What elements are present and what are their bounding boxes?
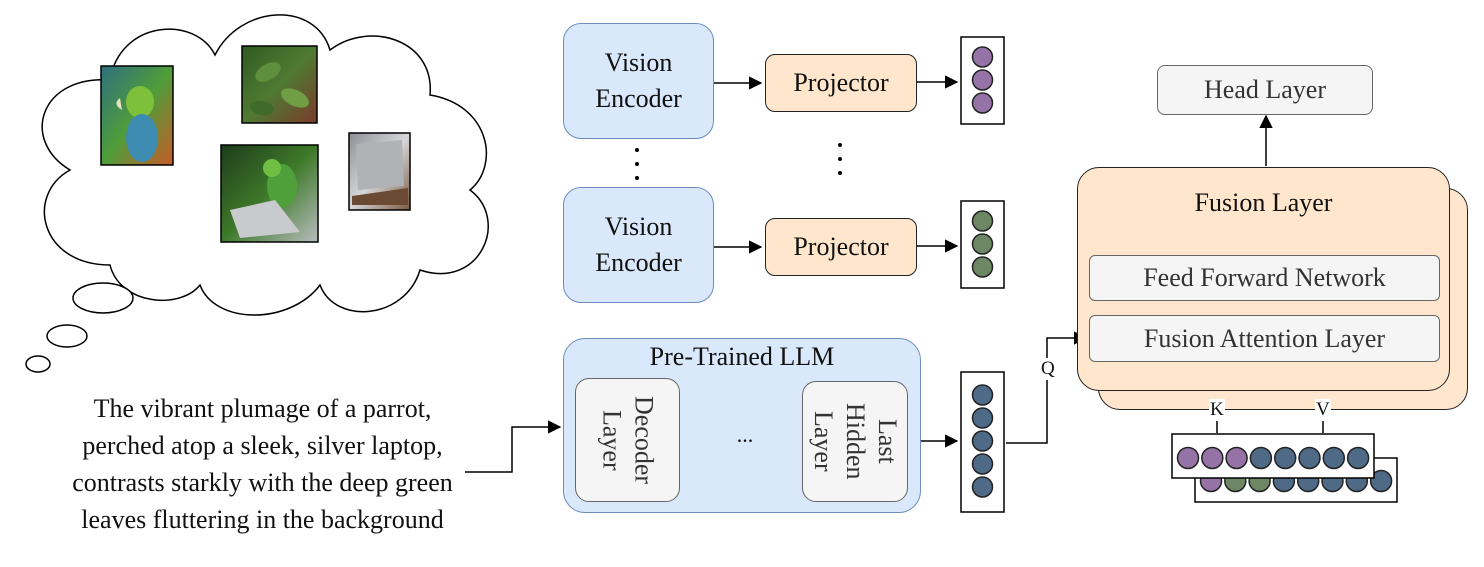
- combined-token-front: [1225, 446, 1248, 470]
- last-hidden-layer-label: Last Hidden Layer: [807, 403, 903, 480]
- vision-encoder-2-label-b: Encoder: [595, 248, 682, 277]
- laptop-photo: [348, 132, 411, 211]
- text-token: [971, 384, 994, 406]
- k-label: K: [1209, 399, 1225, 421]
- text-token: [971, 407, 994, 429]
- vision-encoder-2-label-a: Vision: [604, 212, 673, 241]
- projector-2-label: Projector: [793, 232, 889, 261]
- llm-ellipsis: ...: [736, 422, 754, 447]
- fusion-layer-title: Fusion Layer: [1194, 188, 1333, 217]
- combined-token-front: [1346, 446, 1370, 470]
- purple-token: [971, 69, 994, 91]
- projector-2: Projector: [765, 218, 917, 276]
- decoder-layer-label-b: Layer: [597, 409, 627, 471]
- last-hidden-layer: Last Hidden Layer: [802, 381, 908, 502]
- leaves-photo: [241, 45, 318, 124]
- decoder-layer-label: Decoder Layer: [596, 396, 660, 484]
- q-label: Q: [1040, 358, 1056, 380]
- llm-title: Pre-Trained LLM: [649, 342, 835, 371]
- combined-token-front: [1201, 446, 1224, 470]
- fusion-attention-layer-label: Fusion Attention Layer: [1143, 323, 1386, 353]
- vertical-ellipsis: [635, 143, 842, 180]
- combined-token-front: [1322, 446, 1346, 470]
- text-token: [971, 430, 994, 452]
- combined-tokens-front: [1176, 446, 1370, 470]
- last-hidden-layer-label-a: Last: [873, 419, 902, 464]
- last-hidden-layer-label-b: Hidden: [841, 403, 870, 480]
- text-token: [971, 453, 994, 475]
- query-arrow: [1006, 331, 1088, 444]
- feed-forward-network-label: Feed Forward Network: [1143, 263, 1386, 292]
- combined-token-front: [1176, 446, 1200, 470]
- feed-forward-network: Feed Forward Network: [1089, 255, 1440, 301]
- combined-token-front: [1249, 446, 1273, 470]
- image-caption: The vibrant plumage of a parrot, perched…: [72, 394, 453, 534]
- vision-encoder-1-label-b: Encoder: [595, 84, 682, 113]
- text-tokens: [971, 384, 994, 498]
- green-tokens: [971, 210, 994, 278]
- last-hidden-layer-label-c: Layer: [809, 411, 838, 472]
- projector-1: Projector: [765, 54, 917, 112]
- head-layer: Head Layer: [1157, 65, 1373, 115]
- head-layer-label: Head Layer: [1204, 75, 1326, 104]
- vision-encoder-1-label-a: Vision: [604, 48, 673, 77]
- caption-to-llm-arrow: [465, 420, 562, 473]
- combined-token-front: [1273, 446, 1297, 470]
- green-token: [971, 210, 994, 232]
- purple-token: [971, 46, 994, 68]
- fusion-attention-layer: Fusion Attention Layer: [1089, 315, 1440, 362]
- parrot-photo: [100, 65, 174, 166]
- purple-token: [971, 92, 994, 114]
- combined-token-front: [1298, 446, 1321, 470]
- green-token: [971, 233, 994, 255]
- projector-1-label: Projector: [793, 68, 889, 97]
- combined-token-back: [1369, 469, 1393, 493]
- purple-tokens: [971, 46, 994, 114]
- green-token: [971, 256, 994, 278]
- v-label: V: [1315, 399, 1331, 421]
- text-token: [971, 476, 994, 498]
- decoder-layer: Decoder Layer: [575, 378, 680, 502]
- decoder-layer-label-a: Decoder: [629, 395, 659, 485]
- parrot-laptop-photo: [220, 144, 319, 243]
